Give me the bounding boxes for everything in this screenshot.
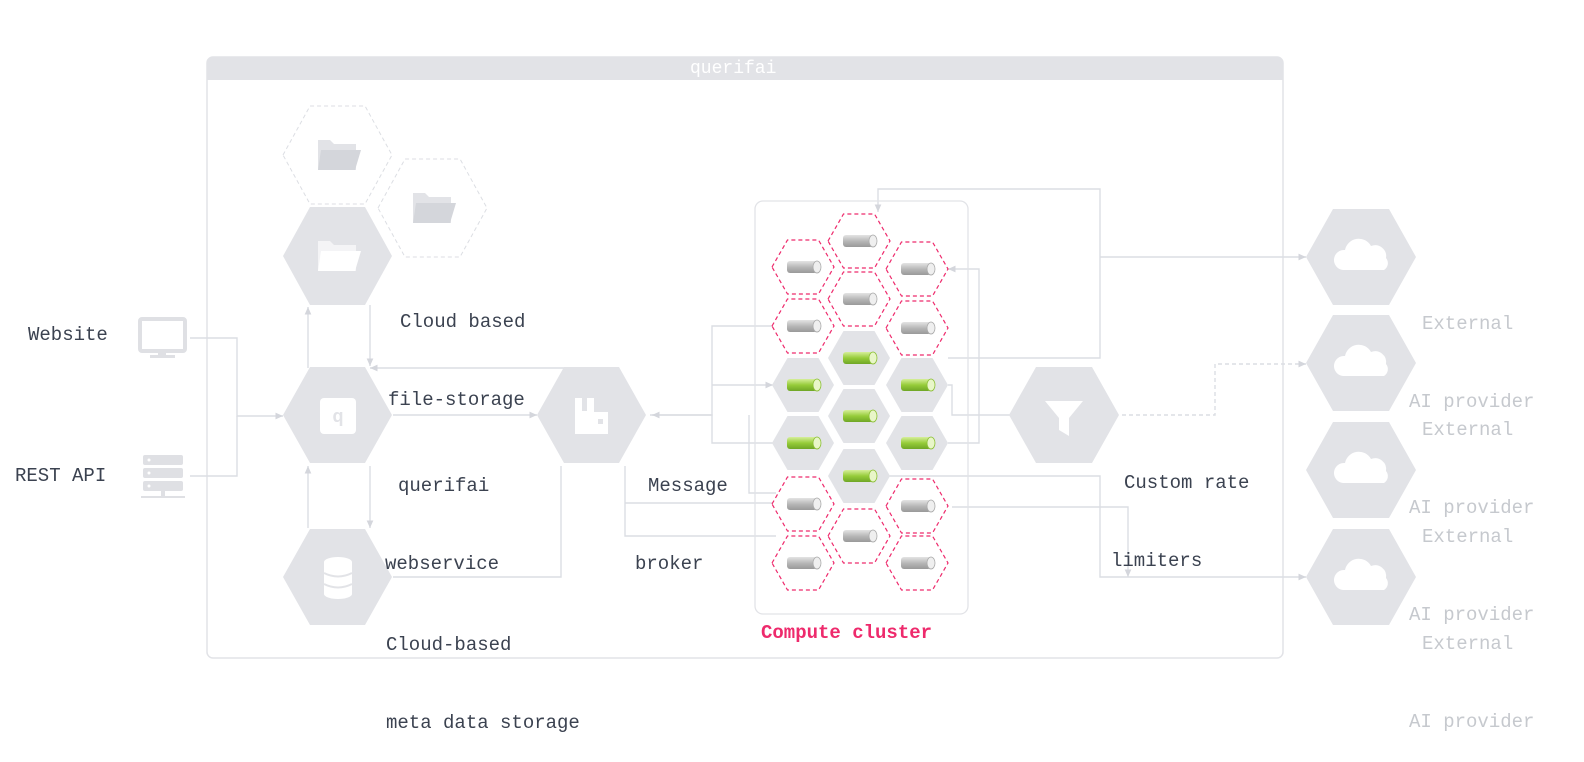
- worker-cylinder-icon: [787, 436, 822, 450]
- provider-label-1-line2: AI provider: [1409, 391, 1535, 413]
- q-logo-icon: q: [320, 398, 356, 434]
- broker-label-line2: broker: [635, 553, 704, 575]
- worker-cylinder-icon: [901, 262, 936, 276]
- worker-cylinder-icon: [843, 409, 878, 423]
- connectors: [190, 188, 1306, 581]
- file-storage-label-line2: file-storage: [388, 389, 525, 411]
- worker-node-idle: [771, 535, 835, 591]
- provider-label-1: External AI provider: [1409, 259, 1534, 441]
- worker-cylinder-icon: [901, 378, 936, 392]
- website-label: Website: [28, 324, 108, 346]
- server-icon: [141, 455, 185, 498]
- broker-icon: [575, 398, 608, 434]
- worker-node-idle: [771, 476, 835, 532]
- worker-cylinder-icon: [787, 497, 822, 511]
- worker-cylinder-icon: [843, 529, 878, 543]
- cloud-icon: [1333, 238, 1388, 270]
- worker-node-idle: [827, 508, 891, 564]
- rate-limiters-label-line1: Custom rate: [1124, 472, 1250, 494]
- rate-limiters-label: Custom rate limiters: [1111, 418, 1249, 600]
- provider-label-3-line1: External: [1422, 526, 1514, 548]
- webservice-label-line1: querifai: [398, 475, 490, 497]
- provider-label-2: External AI provider: [1409, 365, 1534, 547]
- filter-icon: [1045, 401, 1083, 436]
- worker-node-idle: [885, 300, 949, 356]
- meta-storage-label-line2: meta data storage: [386, 712, 580, 734]
- file-storage-label-line1: Cloud based: [400, 311, 526, 333]
- folder-icon: [318, 241, 361, 271]
- cloud-icon: [1333, 344, 1388, 376]
- worker-cylinder-icon: [843, 292, 878, 306]
- worker-node-active: [828, 389, 890, 443]
- webservice-label-line2: webservice: [385, 553, 500, 575]
- worker-node-idle: [885, 478, 949, 534]
- monitor-icon: [138, 317, 187, 358]
- worker-node-active: [772, 416, 834, 470]
- cloud-icon: [1333, 558, 1388, 590]
- worker-cylinder-icon: [787, 556, 822, 570]
- cluster-border: [754, 200, 969, 615]
- database-icon: [323, 557, 353, 599]
- worker-cylinder-icon: [843, 234, 878, 248]
- worker-node-idle: [827, 271, 891, 327]
- svg-text:q: q: [333, 406, 344, 426]
- worker-node-active: [886, 416, 948, 470]
- worker-node-idle: [771, 239, 835, 295]
- frame-title: querifai: [690, 59, 777, 79]
- worker-cylinder-icon: [787, 378, 822, 392]
- worker-cylinder-icon: [843, 351, 878, 365]
- provider-label-4-line2: AI provider: [1409, 711, 1535, 733]
- cloud-icon: [1333, 451, 1388, 483]
- worker-cylinder-icon: [901, 556, 936, 570]
- worker-cylinder-icon: [901, 499, 936, 513]
- worker-node-idle: [885, 241, 949, 297]
- provider-label-4-line1: External: [1422, 633, 1514, 655]
- frame-header: [207, 57, 1283, 80]
- worker-cylinder-icon: [787, 260, 822, 274]
- cluster-label: Compute cluster: [761, 622, 933, 644]
- meta-storage-label: Cloud-based meta data storage: [386, 580, 580, 762]
- provider-label-3: External AI provider: [1409, 472, 1534, 654]
- querifai-frame: [206, 56, 1284, 659]
- worker-node-active: [772, 358, 834, 412]
- folder-icon: [318, 140, 361, 170]
- worker-cylinder-icon: [901, 321, 936, 335]
- rest-api-label: REST API: [15, 465, 107, 487]
- worker-node-idle: [885, 535, 949, 591]
- broker-label: Message broker: [635, 421, 728, 603]
- worker-cylinder-icon: [787, 319, 822, 333]
- provider-label-1-line1: External: [1422, 313, 1514, 335]
- worker-node-idle: [827, 213, 891, 269]
- meta-storage-label-line1: Cloud-based: [386, 634, 512, 656]
- provider-label-2-line2: AI provider: [1409, 497, 1535, 519]
- broker-label-line1: Message: [648, 475, 728, 497]
- worker-cylinder-icon: [901, 436, 936, 450]
- rate-limiters-label-line2: limiters: [1111, 550, 1203, 572]
- worker-node-active: [886, 358, 948, 412]
- provider-label-4: External AI provider: [1409, 579, 1534, 761]
- folder-icon: [413, 193, 456, 223]
- file-storage-label: Cloud based file-storage: [388, 257, 525, 439]
- compute-cluster: [754, 200, 969, 615]
- provider-label-3-line2: AI provider: [1409, 604, 1535, 626]
- worker-cylinder-icon: [843, 469, 878, 483]
- worker-node-active: [828, 331, 890, 385]
- webservice-label: querifai webservice: [385, 421, 499, 603]
- worker-node-idle: [771, 298, 835, 354]
- worker-node-active: [828, 449, 890, 503]
- provider-label-2-line1: External: [1422, 419, 1514, 441]
